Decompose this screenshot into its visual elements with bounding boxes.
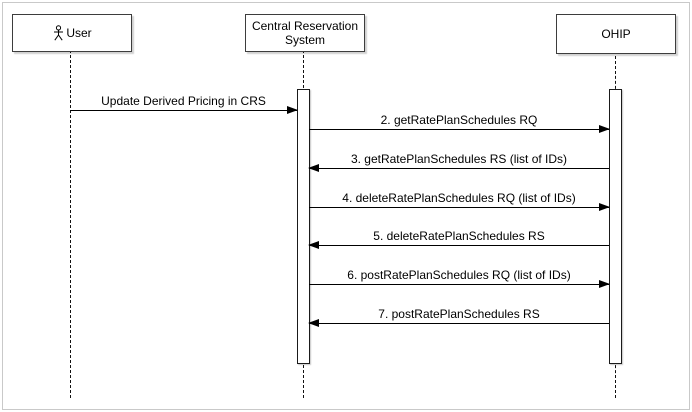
message-line [309,323,609,324]
arrowhead-left-icon [308,319,319,327]
message-line [309,207,609,208]
message-label: 7. postRatePlanSchedules RS [378,307,540,321]
message-label: Update Derived Pricing in CRS [101,94,266,108]
arrowhead-right-icon [599,203,610,211]
message-line [309,284,609,285]
arrowhead-right-icon [599,125,610,133]
arrowhead-right-icon [599,280,610,288]
message-line [309,129,609,130]
actor-box-user: User [12,14,132,52]
actor-box-crs: Central Reservation System [245,14,365,52]
activation-bar-crs [297,89,310,364]
activation-bar-ohip [609,89,622,364]
arrowhead-right-icon [287,106,298,114]
actor-label-user: User [66,26,92,40]
message-label: 4. deleteRatePlanSchedules RQ (list of I… [342,191,576,205]
actor-label-crs: Central Reservation System [251,19,359,47]
message-line [309,168,609,169]
message-label: 5. deleteRatePlanSchedules RS [373,229,545,243]
message-label: 2. getRatePlanSchedules RQ [380,113,538,127]
message-line [70,110,297,111]
actor-label-ohip: OHIP [601,27,631,41]
arrowhead-left-icon [308,164,319,172]
message-label: 6. postRatePlanSchedules RQ (list of IDs… [347,268,571,282]
message-line [309,245,609,246]
actor-box-ohip: OHIP [556,14,676,54]
stick-figure-actor-icon [52,25,65,41]
message-label: 3. getRatePlanSchedules RS (list of IDs) [350,152,568,166]
lifeline-user [70,50,71,398]
arrowhead-left-icon [308,241,319,249]
